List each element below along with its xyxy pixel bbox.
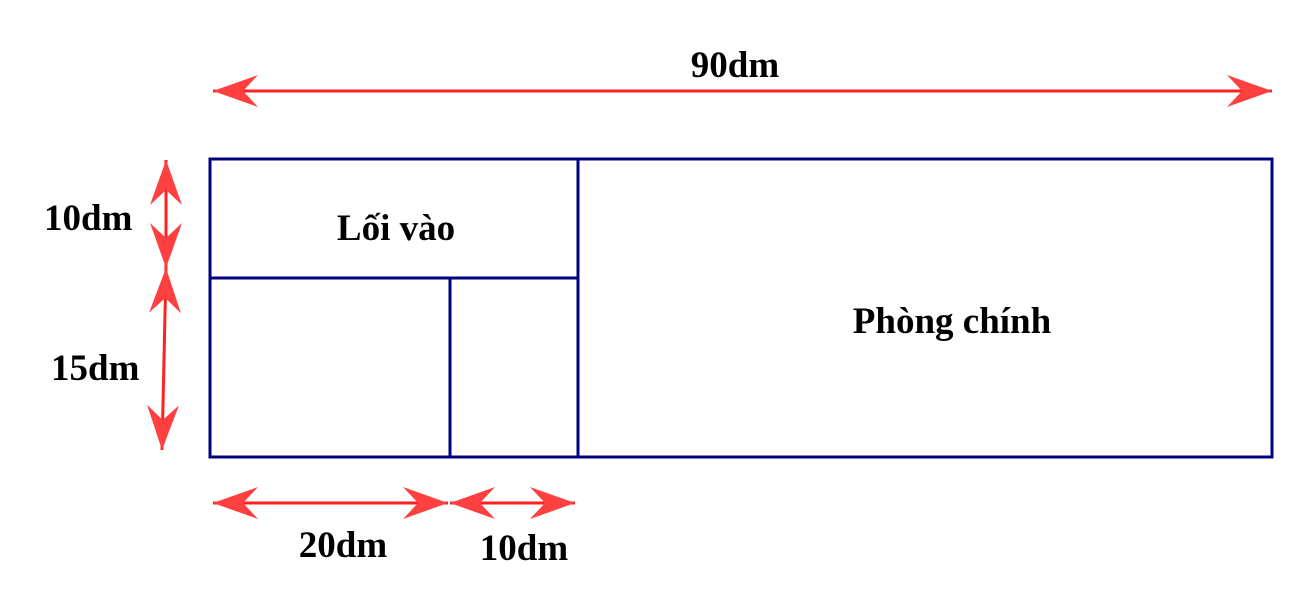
entrance-height-label: 10dm: [44, 198, 133, 239]
left-room-width-dimension-arrowhead-end: [403, 487, 448, 519]
entrance-height-dimension-arrowhead-start: [150, 160, 182, 205]
left-room-width-dimension-arrowhead-start: [213, 487, 258, 519]
right-room-width-label: 10dm: [480, 528, 569, 569]
lower-height-dimension-arrowhead-end: [146, 404, 179, 450]
lower-height-dimension: [160, 267, 168, 451]
right-room-width-dimension-arrowhead-end: [530, 487, 575, 519]
outer-wall: [208, 157, 1274, 459]
entrance-height-dimension-arrowhead-end: [150, 223, 182, 268]
entrance-label: Lối vào: [337, 208, 455, 249]
lower-height-dimension-arrowhead-start: [149, 268, 182, 314]
total-width-label: 90dm: [691, 45, 780, 86]
total-width-dimension-arrowhead-start: [213, 75, 258, 107]
main-room-label: Phòng chính: [853, 301, 1052, 342]
left-room-width-label: 20dm: [299, 525, 388, 566]
total-width-dimension-arrowhead-end: [1227, 75, 1272, 107]
lower-height-label: 15dm: [51, 348, 140, 389]
right-room-width-dimension-arrowhead-start: [450, 487, 495, 519]
